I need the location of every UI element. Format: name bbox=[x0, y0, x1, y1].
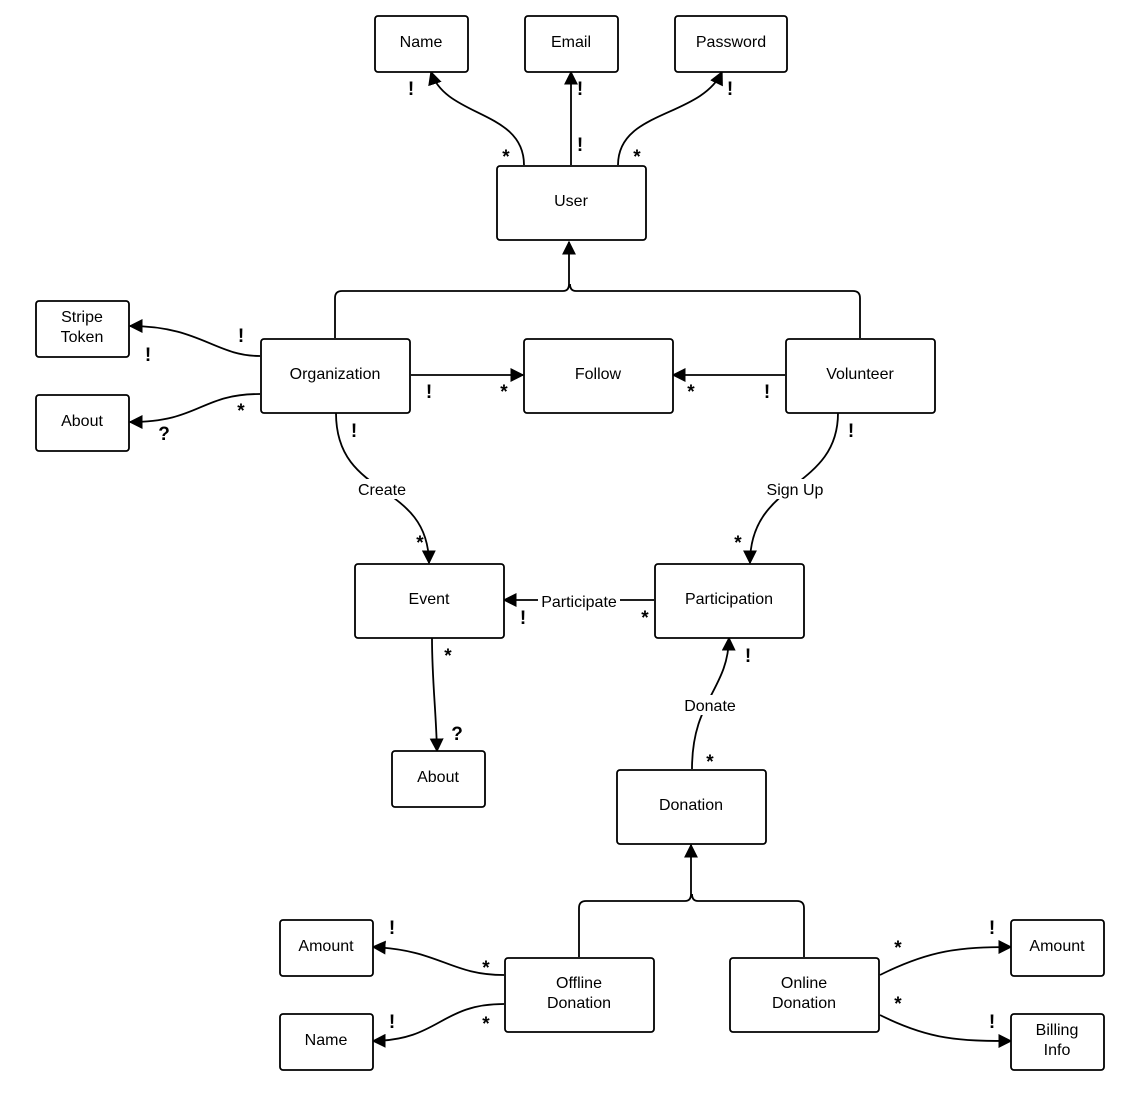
multiplicity-many: * bbox=[416, 533, 424, 554]
edge-organization-stripe-token bbox=[128, 319, 261, 357]
multiplicity-many: * bbox=[687, 382, 695, 403]
create-label: Create bbox=[358, 482, 406, 499]
entity-label: Follow bbox=[575, 366, 622, 383]
multiplicity-many: * bbox=[706, 752, 714, 773]
entity-organization[interactable]: Organization bbox=[260, 338, 411, 414]
entity-label: Participation bbox=[685, 591, 773, 608]
multiplicity-one: ! bbox=[520, 608, 526, 629]
edge-offline-donation-donation bbox=[578, 843, 698, 957]
multiplicity-one: ! bbox=[426, 382, 432, 403]
multiplicity-one: ! bbox=[389, 918, 395, 939]
entity-user[interactable]: User bbox=[496, 165, 647, 241]
multiplicity-optional: ? bbox=[451, 724, 463, 745]
multiplicity-one: ! bbox=[145, 345, 151, 366]
entity-name-offline[interactable]: Name bbox=[279, 1013, 374, 1071]
entity-donation[interactable]: Donation bbox=[616, 769, 767, 845]
entity-name-top[interactable]: Name bbox=[374, 15, 469, 73]
multiplicity-one: ! bbox=[238, 326, 244, 347]
multiplicity-many: * bbox=[500, 382, 508, 403]
entity-label-line-2: Donation bbox=[772, 995, 836, 1012]
entity-label-line-1: Offline bbox=[556, 975, 602, 992]
entity-label: Donation bbox=[659, 797, 723, 814]
entity-label: Password bbox=[696, 34, 766, 51]
edge-online-donation-donation bbox=[691, 893, 805, 957]
edge-user-password bbox=[617, 70, 723, 166]
multiplicity-many: * bbox=[482, 958, 490, 979]
entity-label-line-2: Token bbox=[61, 329, 104, 346]
multiplicity-one: ! bbox=[764, 382, 770, 403]
entity-label: Email bbox=[551, 34, 591, 51]
edge-offline-amount bbox=[371, 940, 505, 976]
entity-label-line-1: Billing bbox=[1036, 1022, 1079, 1039]
multiplicity-one: ! bbox=[408, 79, 414, 100]
multiplicity-one: ! bbox=[577, 135, 583, 156]
sign-up-label: Sign Up bbox=[767, 482, 824, 499]
multiplicity-one: ! bbox=[727, 79, 733, 100]
multiplicity-optional: ? bbox=[158, 424, 170, 445]
multiplicity-many: * bbox=[482, 1014, 490, 1035]
participate-label: Participate bbox=[541, 594, 617, 611]
entity-label-line-2: Donation bbox=[547, 995, 611, 1012]
edge-online-amount bbox=[879, 940, 1013, 976]
multiplicity-one: ! bbox=[989, 1012, 995, 1033]
entity-label: Amount bbox=[298, 938, 354, 955]
multiplicity-many: * bbox=[894, 994, 902, 1015]
entity-stripe-token[interactable]: Stripe Token bbox=[35, 300, 130, 358]
edge-volunteer-user bbox=[569, 283, 861, 338]
entity-about-org[interactable]: About bbox=[35, 394, 130, 452]
multiplicity-one: ! bbox=[848, 421, 854, 442]
entity-label: Event bbox=[409, 591, 450, 608]
entity-email[interactable]: Email bbox=[524, 15, 619, 73]
entity-label: User bbox=[554, 193, 588, 210]
entity-offline-donation[interactable]: Offline Donation bbox=[504, 957, 655, 1033]
edge-organization-user bbox=[334, 240, 576, 338]
entity-billing-info[interactable]: Billing Info bbox=[1010, 1013, 1105, 1071]
entity-label: Name bbox=[400, 34, 443, 51]
edge-offline-name bbox=[371, 1003, 505, 1048]
entity-label: Volunteer bbox=[826, 366, 894, 383]
multiplicity-many: * bbox=[502, 147, 510, 168]
multiplicity-markers: ! * ! ! ! * ! ! * ? ! * * ! ! * ! * ! * … bbox=[145, 79, 995, 1035]
entity-label-line-1: Stripe bbox=[61, 309, 103, 326]
entity-label: About bbox=[417, 769, 459, 786]
entity-about-event[interactable]: About bbox=[391, 750, 486, 808]
multiplicity-many: * bbox=[734, 533, 742, 554]
multiplicity-many: * bbox=[237, 401, 245, 422]
entities: Name Email Password User Stripe Token Ab… bbox=[35, 15, 1105, 1071]
edge-event-about bbox=[429, 637, 444, 753]
entity-label-line-1: Online bbox=[781, 975, 827, 992]
entity-password[interactable]: Password bbox=[674, 15, 788, 73]
entity-label: Name bbox=[305, 1032, 348, 1049]
entity-label: Amount bbox=[1029, 938, 1085, 955]
entity-participation[interactable]: Participation bbox=[654, 563, 805, 639]
entity-volunteer[interactable]: Volunteer bbox=[785, 338, 936, 414]
donate-label: Donate bbox=[684, 698, 736, 715]
entity-label-line-2: Info bbox=[1044, 1042, 1071, 1059]
multiplicity-many: * bbox=[641, 608, 649, 629]
entity-amount-online[interactable]: Amount bbox=[1010, 919, 1105, 977]
multiplicity-many: * bbox=[444, 646, 452, 667]
entity-label: About bbox=[61, 413, 103, 430]
multiplicity-one: ! bbox=[577, 79, 583, 100]
multiplicity-one: ! bbox=[389, 1012, 395, 1033]
multiplicity-one: ! bbox=[745, 646, 751, 667]
edge-labels: Create Sign Up Participate Donate bbox=[355, 479, 827, 715]
multiplicity-many: * bbox=[633, 147, 641, 168]
edge-user-name bbox=[428, 70, 525, 166]
entity-label: Organization bbox=[290, 366, 381, 383]
edge-organization-about bbox=[128, 393, 261, 429]
entity-event[interactable]: Event bbox=[354, 563, 505, 639]
entity-online-donation[interactable]: Online Donation bbox=[729, 957, 880, 1033]
multiplicity-one: ! bbox=[351, 421, 357, 442]
entity-follow[interactable]: Follow bbox=[523, 338, 674, 414]
multiplicity-one: ! bbox=[989, 918, 995, 939]
multiplicity-many: * bbox=[894, 938, 902, 959]
entity-amount-offline[interactable]: Amount bbox=[279, 919, 374, 977]
edge-online-billing bbox=[879, 1014, 1013, 1048]
